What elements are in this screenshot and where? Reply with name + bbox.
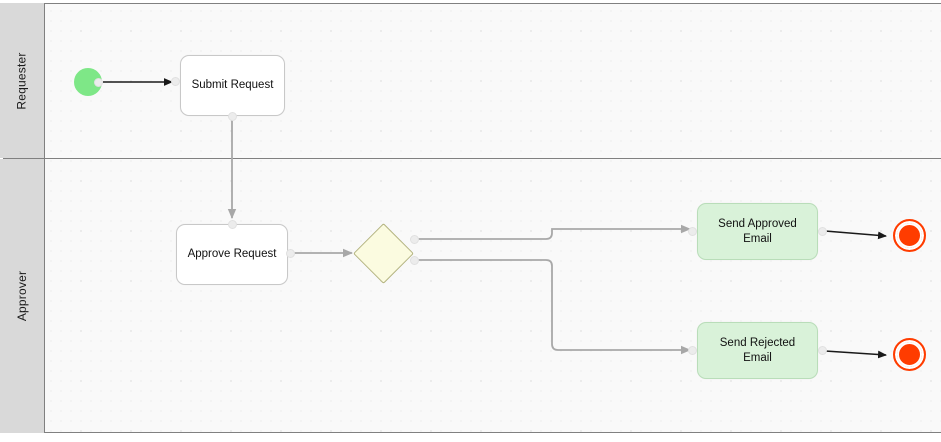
lane-label-requester: Requester bbox=[15, 51, 30, 110]
lane-header-requester[interactable]: Requester bbox=[0, 3, 45, 158]
end-event-rejected[interactable] bbox=[893, 338, 926, 371]
submit-request-anchor-left bbox=[171, 77, 180, 86]
send-rejected-line-2: Email bbox=[743, 351, 772, 364]
lane-label-approver: Approver bbox=[15, 270, 30, 322]
lane-header-approver[interactable]: Approver bbox=[0, 159, 45, 433]
task-send-rejected-email-label: Send Rejected Email bbox=[720, 336, 795, 365]
gateway-anchor-approved bbox=[410, 235, 419, 244]
send-approved-anchor-right bbox=[818, 227, 827, 236]
task-approve-request[interactable]: Approve Request bbox=[176, 224, 288, 285]
send-rejected-line-1: Send Rejected bbox=[719, 336, 796, 349]
send-rejected-anchor-right bbox=[818, 346, 827, 355]
end-event-approved[interactable] bbox=[893, 219, 926, 252]
send-approved-line-1: Send Approved bbox=[718, 217, 797, 230]
task-approve-request-label: Approve Request bbox=[187, 248, 277, 261]
task-send-rejected-email[interactable]: Send Rejected Email bbox=[697, 322, 818, 379]
approve-request-anchor-top bbox=[228, 220, 237, 229]
task-submit-request[interactable]: Submit Request bbox=[180, 55, 285, 116]
start-event-anchor bbox=[94, 78, 103, 87]
task-send-approved-email[interactable]: Send Approved Email bbox=[697, 203, 818, 260]
gateway-anchor-rejected bbox=[410, 256, 419, 265]
submit-request-anchor-bottom bbox=[228, 112, 237, 121]
task-submit-request-label: Submit Request bbox=[191, 79, 274, 92]
send-rejected-anchor-left bbox=[688, 346, 697, 355]
lane-divider bbox=[3, 158, 941, 159]
send-approved-line-2: Email bbox=[743, 232, 772, 245]
approve-request-anchor-right bbox=[286, 249, 295, 258]
task-send-approved-email-label: Send Approved Email bbox=[718, 217, 797, 246]
send-approved-anchor-left bbox=[688, 227, 697, 236]
